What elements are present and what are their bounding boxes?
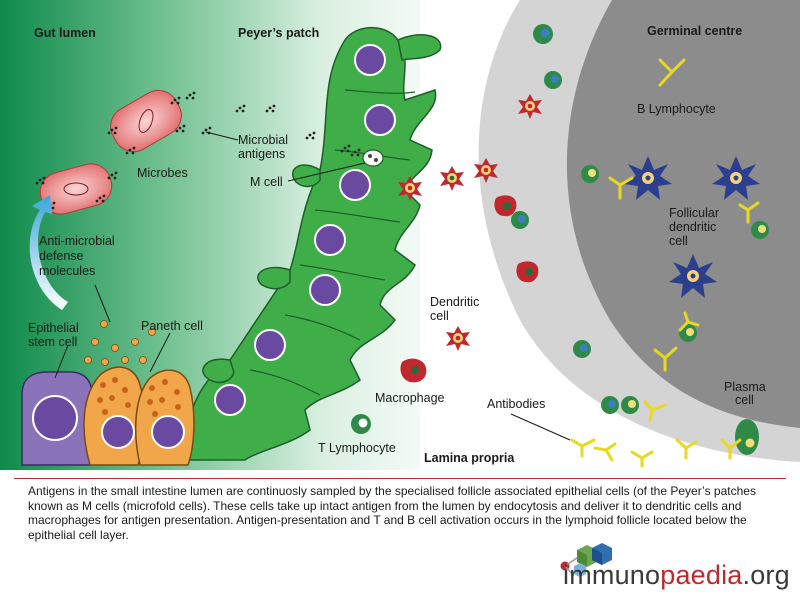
lymphocytes <box>351 24 769 434</box>
microbial-antigens-label-2: antigens <box>238 147 285 161</box>
peyers-patch-nuclei <box>214 44 396 416</box>
epithelial-nucleus <box>214 384 246 416</box>
b-lymphocyte-label: B Lymphocyte <box>637 102 716 116</box>
m-cell <box>362 149 384 167</box>
macrophage-label: Macrophage <box>375 391 445 405</box>
m-cell-label: M cell <box>250 175 283 189</box>
gut-lumen-label: Gut lumen <box>34 26 96 40</box>
microbe <box>107 89 186 155</box>
figure-caption: Antigens in the small intestine lumen ar… <box>28 484 756 542</box>
epithelial-nucleus <box>254 329 286 361</box>
epithelial-nucleus <box>354 44 386 76</box>
epithelial-nucleus <box>339 169 371 201</box>
paneth-cell-label: Paneth cell <box>141 319 203 333</box>
antibodies <box>570 58 760 468</box>
anti-microbial-arrow <box>29 195 68 310</box>
follicular-dendritic-cell-label-3: cell <box>669 234 688 248</box>
anti-microbial-label-2: defense <box>39 249 84 263</box>
follicular-dendritic-cell-label-2: dendritic <box>669 220 716 234</box>
dendritic-cell-label-2: cell <box>430 309 449 323</box>
leader-lines <box>54 131 571 441</box>
microbe <box>35 163 118 215</box>
microbial-antigens-label-1: Microbial <box>238 133 288 147</box>
macrophages <box>400 195 539 383</box>
logo-text-part1: immuno <box>563 560 661 590</box>
germinal-centre-region <box>566 0 800 428</box>
peyers-patch-label: Peyer’s patch <box>238 26 319 40</box>
anti-microbial-label-1: Anti-microbial <box>39 234 115 248</box>
immunopaedia-logo-icon <box>560 543 612 577</box>
logo-text-part3: .org <box>742 560 790 590</box>
epithelial-stem-cell-label-2: stem cell <box>28 335 77 349</box>
epithelial-nucleus <box>314 224 346 256</box>
dendritic-cells <box>398 94 542 351</box>
t-lymphocyte-label: T Lymphocyte <box>318 441 396 455</box>
microbes-label: Microbes <box>137 166 188 180</box>
lamina-propria-label: Lamina propria <box>424 451 515 465</box>
peyers-patch-villi <box>202 34 442 384</box>
anti-microbial-granules <box>84 320 156 366</box>
plasma-cell <box>735 419 759 455</box>
germinal-centre-label: Germinal centre <box>647 24 742 38</box>
follicular-dendritic-cells <box>624 156 760 298</box>
plasma-cell-label-1: Plasma <box>724 380 766 394</box>
epithelial-stem-cell <box>21 371 93 466</box>
immunopaedia-logo-text[interactable]: immunopaedia.org <box>563 560 790 591</box>
peyers-patch-diagram: Gut lumen Peyer’s patch Germinal centre … <box>0 0 800 470</box>
epithelial-nucleus <box>364 104 396 136</box>
paneth-cell <box>83 366 146 466</box>
anti-microbial-label-3: molecules <box>39 264 95 278</box>
epithelial-nucleus <box>309 274 341 306</box>
follicular-dendritic-cell-label-1: Follicular <box>669 206 719 220</box>
paneth-cell <box>134 369 195 466</box>
caption-divider <box>14 478 786 479</box>
logo-text-part2: paedia <box>660 560 743 590</box>
plasma-cell-label-2: cell <box>735 393 754 407</box>
antibodies-label: Antibodies <box>487 397 545 411</box>
dendritic-cell-label-1: Dendritic <box>430 295 479 309</box>
epithelial-stem-cell-label-1: Epithelial <box>28 321 79 335</box>
